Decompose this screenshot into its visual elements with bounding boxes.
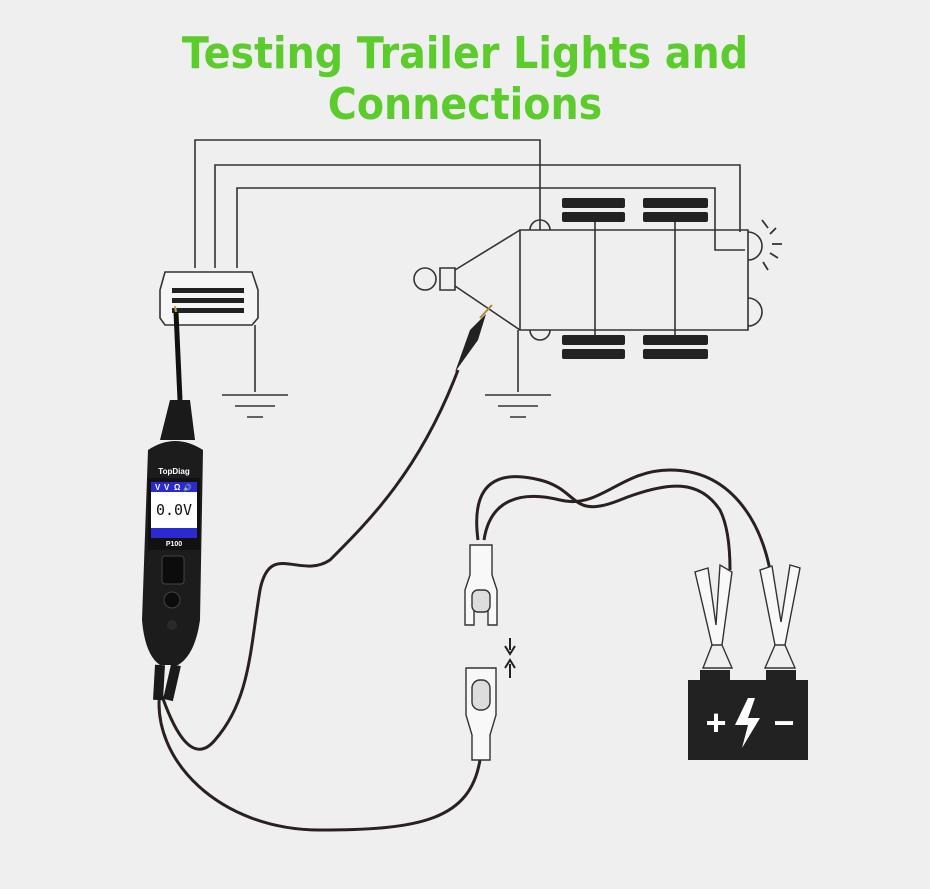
battery-minus-label: − <box>773 702 794 743</box>
trailer-light-top <box>747 231 763 261</box>
probe-power-cable <box>157 689 482 832</box>
trailer <box>413 219 782 341</box>
speaker-grille-icon <box>167 620 177 630</box>
device-screen <box>151 492 197 528</box>
connect-arrows-icon <box>504 638 516 678</box>
device-button[interactable] <box>163 591 181 609</box>
battery-clamp-negative <box>759 564 801 669</box>
device-model: P100 <box>166 541 182 548</box>
battery-cable-2 <box>482 468 772 571</box>
power-probe-device <box>142 305 203 702</box>
mode-sound-icon: 🔊 <box>183 483 192 492</box>
mode-voltage-probe-icon: V <box>164 483 170 492</box>
sae-connector-top <box>464 544 498 626</box>
rocker-switch[interactable] <box>161 555 185 585</box>
connector-pins <box>172 288 244 313</box>
wire-3 <box>236 187 745 268</box>
ground-clip-cable <box>158 369 460 751</box>
ground-symbol-1-icon <box>222 394 288 418</box>
page-title: Testing Trailer Lights and Connections <box>181 28 749 130</box>
lightning-icon <box>735 698 760 748</box>
ground-symbol-2-icon <box>485 394 551 418</box>
battery-clamp-positive <box>694 563 734 669</box>
battery-icon <box>688 670 808 760</box>
mode-ohm-icon: Ω <box>174 483 181 492</box>
wire-1 <box>194 139 541 268</box>
battery-cable-1 <box>475 475 732 571</box>
mode-bar <box>151 482 197 492</box>
voltage-reading: 0.0V <box>156 501 192 519</box>
mode-voltage-icon: V <box>155 483 161 492</box>
battery-plus-label: + <box>705 702 726 743</box>
trailer-light-bottom <box>747 297 763 327</box>
device-brand: TopDiag <box>158 467 190 476</box>
alligator-clip-icon <box>455 304 493 372</box>
trailer-wheels <box>562 198 708 359</box>
wire-2 <box>214 164 741 268</box>
sae-connector-bottom <box>465 667 497 761</box>
light-rays-icon <box>761 219 782 271</box>
